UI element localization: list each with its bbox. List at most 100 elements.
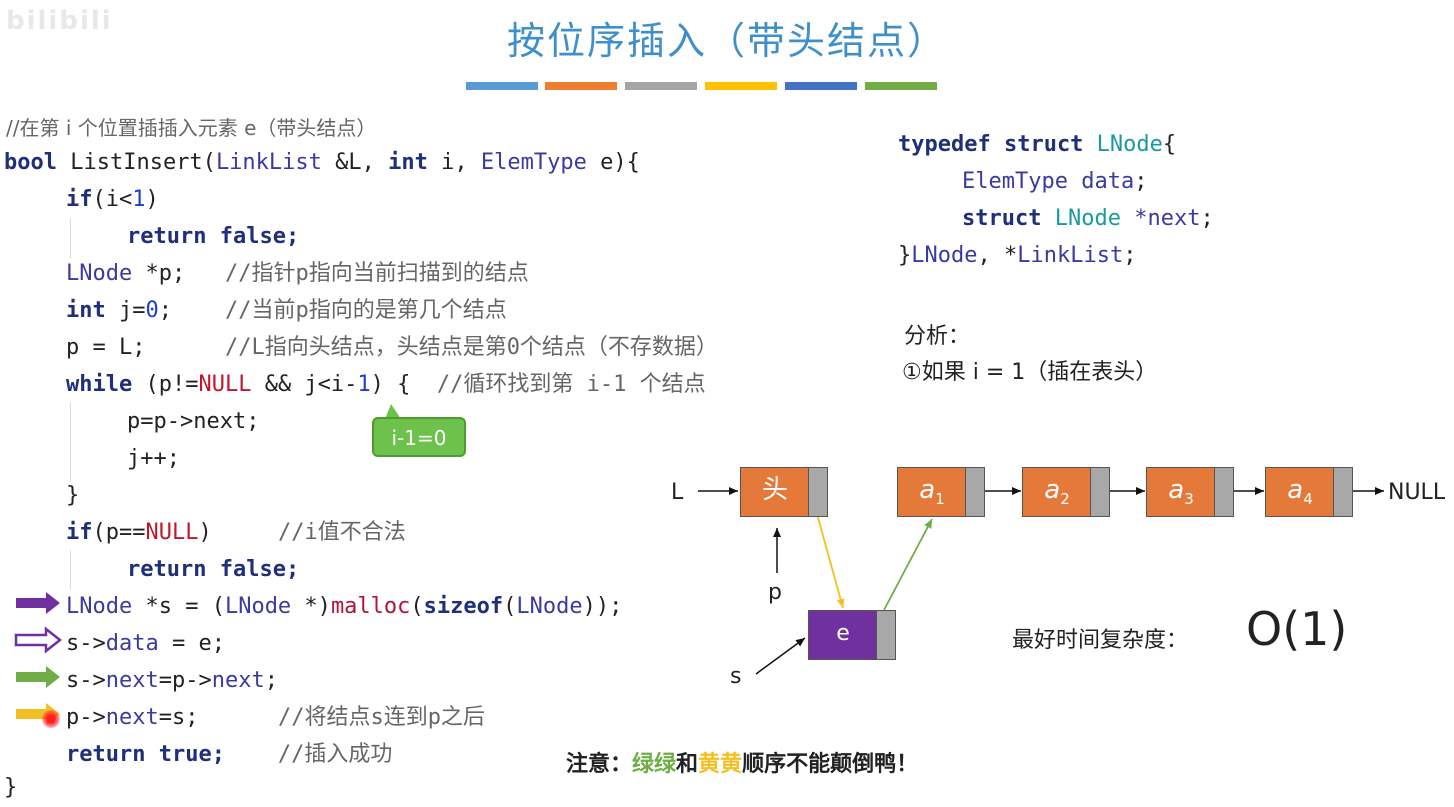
expr: s-> <box>66 668 106 693</box>
kw-struct: struct <box>962 206 1042 231</box>
comment: //将结点s连到p之后 <box>277 705 485 730</box>
expr: && j<i- <box>251 372 358 397</box>
bilibili-watermark: bilibili <box>6 6 113 36</box>
null-literal: NULL <box>145 520 199 545</box>
number: 1 <box>357 372 371 397</box>
indent-guide <box>70 402 71 482</box>
code-line-if1: if(i<1) <box>66 181 159 218</box>
code-line-p-next-s: p->next=s; //将结点s连到p之后 <box>66 699 485 736</box>
number: 0 <box>145 298 159 323</box>
fn-name: ListInsert( <box>56 150 216 175</box>
complexity-label: 最好时间复杂度： <box>1012 628 1189 653</box>
kw-sizeof: sizeof <box>423 594 504 619</box>
slide-title: 按位序插入（带头结点） <box>506 19 947 63</box>
comment: //循环找到第 i-1 个结点 <box>436 372 706 397</box>
code-line-while: while (p!=NULL && j<i-1) { //循环找到第 i-1 个… <box>66 366 706 403</box>
param: i, <box>427 150 481 175</box>
type-lnode: LNode <box>66 261 133 286</box>
head-node-next <box>808 467 828 517</box>
field-next: *next <box>1120 206 1201 231</box>
node-a2-next <box>1090 467 1110 517</box>
node-a2-label: a <box>1044 475 1061 505</box>
node-a1: a1 <box>897 467 967 517</box>
code-line-p-equals-L: p = L; //L指向头结点，头结点是第0个结点（不存数据） <box>66 329 718 366</box>
type-lnode: LNode <box>224 594 292 619</box>
expr: ( <box>503 594 517 619</box>
node-a2: a2 <box>1022 467 1092 517</box>
node-a2-sub: 2 <box>1060 490 1070 509</box>
expr: ; <box>1200 206 1214 231</box>
expr: ( <box>410 594 424 619</box>
note-green: 绿绿 <box>632 752 677 777</box>
expr: (p== <box>92 520 146 545</box>
type-lnode: LNode <box>911 243 978 268</box>
analysis-case-1: ①如果 i = 1（插在表头） <box>902 360 1158 385</box>
node-a3: a3 <box>1146 467 1216 517</box>
code-line-rbrace: } <box>66 483 80 508</box>
color-bar-darkblue <box>785 82 857 90</box>
code-line-int-j: int j=0; //当前p指向的是第几个结点 <box>66 292 507 329</box>
type-lnode: LNode <box>516 594 583 619</box>
color-bar-green <box>865 82 937 90</box>
kw-bool: bool <box>4 150 57 175</box>
code-line-s-data: s->data = e; <box>66 625 225 662</box>
expr: , * <box>977 243 1018 268</box>
color-bar-yellow <box>705 82 777 90</box>
expr: =p-> <box>158 668 212 693</box>
kw-if: if <box>66 187 93 212</box>
expr: } <box>898 243 912 268</box>
comment: //i值不合法 <box>277 520 406 545</box>
new-node-e-next <box>876 610 896 660</box>
comment: //当前p指向的是第几个结点 <box>224 298 507 323</box>
expr: ; <box>264 668 278 693</box>
code-line-lnode-p: LNode *p; //指针p指向当前扫描到的结点 <box>66 255 529 292</box>
head-node: 头 <box>740 467 810 517</box>
expr: *s = ( <box>132 594 225 619</box>
field-next: next <box>211 668 265 693</box>
type-lnode: LNode <box>66 594 133 619</box>
node-a1-sub: 1 <box>935 490 945 509</box>
expr: *p; <box>132 261 225 286</box>
note-yellow: 黄黄 <box>698 752 743 777</box>
expr: { <box>1162 132 1177 157</box>
expr: *) <box>291 594 331 619</box>
typedef-line-2: ElemType data; <box>962 163 1147 200</box>
kw-int: int <box>66 298 106 323</box>
comment: //插入成功 <box>224 742 393 767</box>
typedef-line-1: typedef struct LNode{ <box>898 126 1176 163</box>
indent-guide <box>70 550 71 590</box>
color-bar-orange <box>545 82 617 90</box>
color-bar-blue <box>466 82 538 90</box>
expr: (p!= <box>132 372 199 397</box>
node-a3-next <box>1214 467 1234 517</box>
code-line-p-next: p=p->next; <box>127 409 260 434</box>
note-and: 和 <box>676 752 699 777</box>
node-a1-next <box>965 467 985 517</box>
cursor-pointer-icon <box>42 710 60 728</box>
code-line-final-brace: } <box>4 775 18 800</box>
expr: =s; <box>158 705 278 730</box>
code-line-j-inc: j++; <box>127 446 180 471</box>
note-line: 注意：绿绿和黄黄顺序不能颠倒鸭！ <box>566 746 918 778</box>
type-lnode: LNode <box>1083 132 1163 157</box>
typedef-line-4: }LNode, *LinkList; <box>898 237 1136 274</box>
comment: //L指向头结点，头结点是第0个结点（不存数据） <box>224 335 718 360</box>
code-line-malloc: LNode *s = (LNode *)malloc(sizeof(LNode)… <box>66 588 622 625</box>
arrow-malloc-icon <box>16 592 60 614</box>
node-a4-sub: 4 <box>1303 490 1313 509</box>
node-a4-next <box>1333 467 1353 517</box>
label-null: NULL <box>1388 480 1446 505</box>
field-next: next <box>105 705 159 730</box>
tooltip-tail <box>385 404 401 419</box>
complexity-value: O(1) <box>1246 602 1348 656</box>
kw-int: int <box>388 150 428 175</box>
expr: ) <box>198 520 278 545</box>
node-a3-sub: 3 <box>1184 490 1194 509</box>
expr: = e; <box>158 631 225 656</box>
expr: ) <box>145 187 159 212</box>
expr: (i< <box>92 187 133 212</box>
type-linklist: LinkList <box>215 150 322 175</box>
expr: ; <box>158 298 225 323</box>
field-data: data <box>1067 169 1135 194</box>
